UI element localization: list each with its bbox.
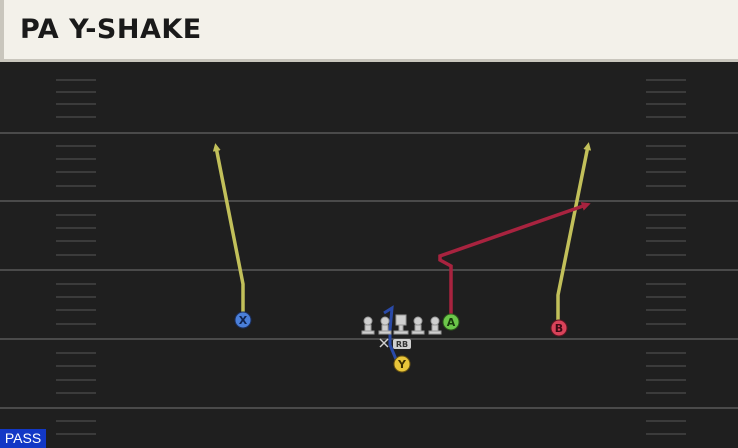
offensive-line xyxy=(361,314,442,335)
player-y[interactable]: Y xyxy=(393,355,411,373)
quarterback-icon xyxy=(379,338,389,348)
field-turf xyxy=(0,62,738,448)
lineman-icon xyxy=(428,316,442,335)
player-b[interactable]: B xyxy=(550,319,568,337)
hash-marks-right xyxy=(646,79,686,435)
play-type-badge: PASS xyxy=(0,429,46,448)
player-b-label: B xyxy=(555,322,563,335)
rb-label: RB xyxy=(396,340,408,349)
route-y-shake xyxy=(383,305,400,365)
play-diagram: RB X Y A B xyxy=(0,62,738,448)
player-a[interactable]: A xyxy=(442,313,460,331)
player-x[interactable]: X xyxy=(234,311,252,329)
hash-marks-left xyxy=(56,79,96,435)
play-field: RB X Y A B xyxy=(0,62,738,448)
lineman-icon xyxy=(361,316,375,335)
rb-badge: RB xyxy=(393,339,411,349)
player-y-label: Y xyxy=(397,358,407,371)
lineman-icon xyxy=(378,316,392,335)
play-header: PA Y-SHAKE xyxy=(0,0,738,62)
route-b-go xyxy=(556,142,592,328)
player-x-label: X xyxy=(239,314,248,327)
player-a-label: A xyxy=(447,316,456,329)
center-icon xyxy=(393,314,409,335)
yard-lines xyxy=(0,132,738,409)
lineman-icon xyxy=(411,316,425,335)
route-x-go xyxy=(212,143,245,320)
route-a-corner xyxy=(438,202,591,322)
play-title: PA Y-SHAKE xyxy=(20,14,202,45)
